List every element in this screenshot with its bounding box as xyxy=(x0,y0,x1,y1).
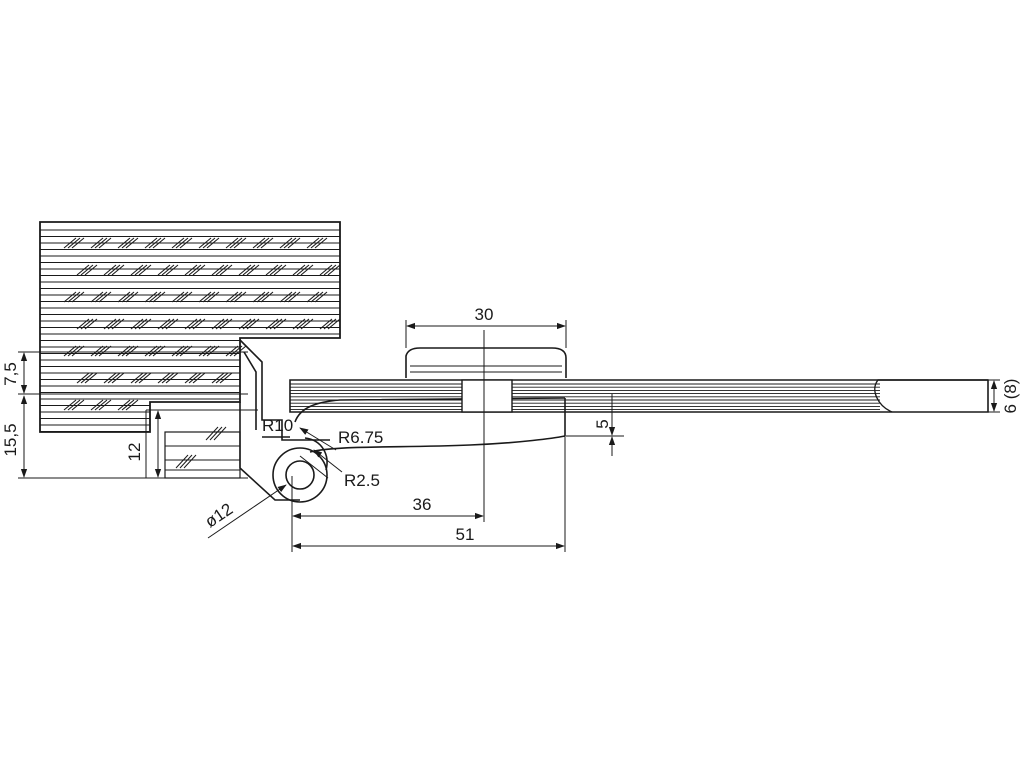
dimension-label: 6 (8) xyxy=(1001,379,1020,414)
door-panel xyxy=(289,379,989,413)
dimension-label: ø12 xyxy=(201,499,236,531)
dimension-36: 36 xyxy=(291,476,484,552)
dimension-label: 51 xyxy=(456,525,475,544)
cabinet-panel xyxy=(39,221,341,433)
dimension-label: R2.5 xyxy=(344,471,380,490)
dimension-5: 5 xyxy=(566,394,624,456)
mounting-plate xyxy=(405,347,567,378)
radius-r2-5: R2.5 xyxy=(299,449,380,490)
dimension-7-5: 7,5 xyxy=(1,351,248,395)
dimension-15-5: 15,5 xyxy=(1,395,248,479)
dimension-51: 51 xyxy=(292,436,566,552)
radius-r6-75: R6.75 xyxy=(299,427,383,451)
dimension-label: 30 xyxy=(475,305,494,324)
dimension-30: 30 xyxy=(405,305,567,348)
dimension-12: 12 xyxy=(125,409,258,478)
dimension-label: 12 xyxy=(125,443,144,462)
radius-r10: R10 xyxy=(262,416,293,435)
dimension-label: 15,5 xyxy=(1,423,20,456)
dimension-label: 36 xyxy=(413,495,432,514)
dimension-label: R6.75 xyxy=(338,428,383,447)
dimension-diameter-12: ø12 xyxy=(201,484,287,539)
base-block xyxy=(164,426,241,479)
dimension-label: 5 xyxy=(593,419,612,428)
hinge-knuckle xyxy=(272,437,328,503)
dimension-6-8: 6 (8) xyxy=(988,379,1020,414)
dimension-label: R10 xyxy=(262,416,293,435)
dimension-label: 7,5 xyxy=(1,362,20,386)
